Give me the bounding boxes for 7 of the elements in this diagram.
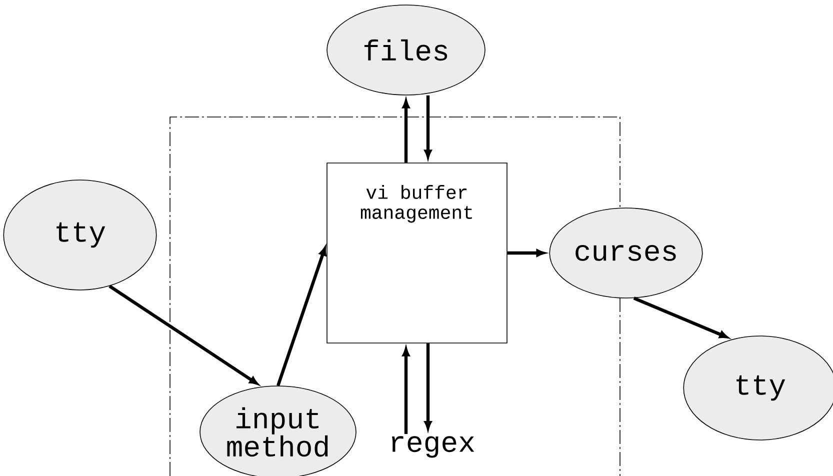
ellipse-node: input method [200, 386, 356, 476]
ellipse-node: files [326, 4, 486, 96]
ellipse-node: tty [3, 180, 157, 290]
process-box: vi buffer management [326, 162, 508, 344]
ellipse-node: tty [683, 336, 833, 440]
node-label: regex [392, 436, 474, 458]
ellipse-node: curses [549, 208, 703, 298]
